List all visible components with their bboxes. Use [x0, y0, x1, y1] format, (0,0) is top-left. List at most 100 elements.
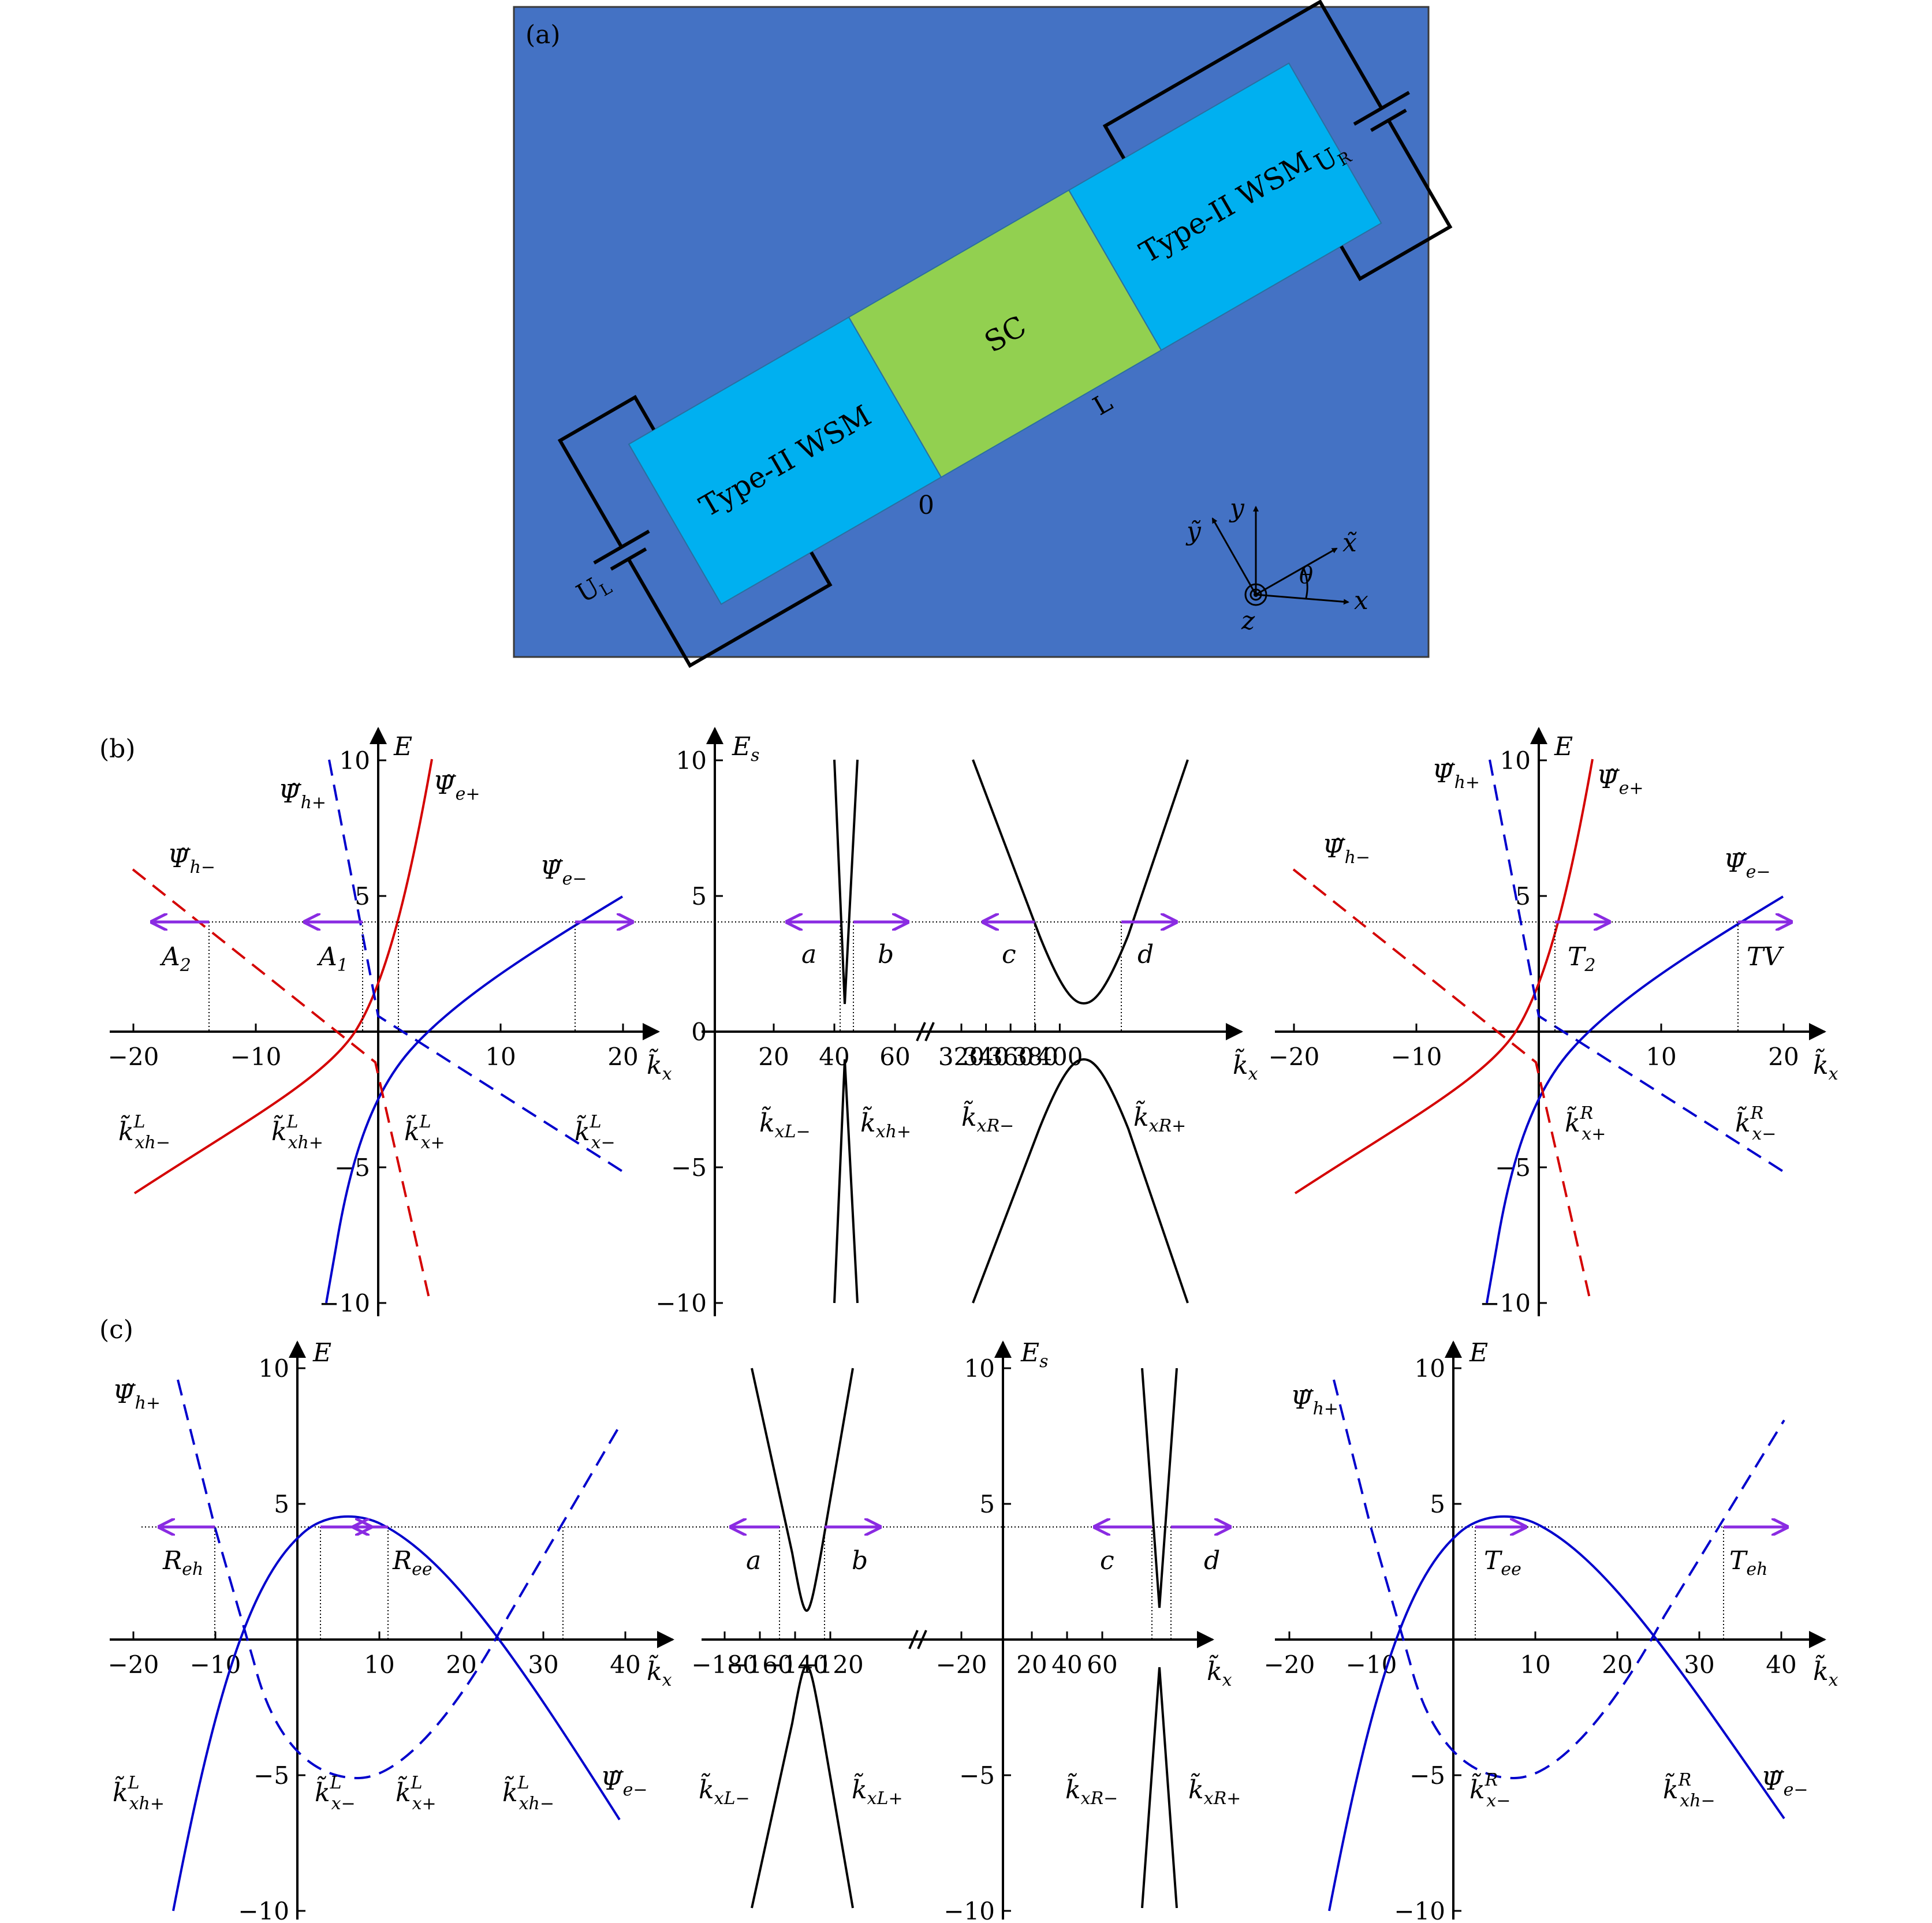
- axis-z-label: z: [1241, 606, 1255, 636]
- c-r-curve-e-minus: [1328, 1515, 1785, 1911]
- panel-b-sc-droplines: [840, 922, 1122, 1032]
- b-right-arrow-t2: T2: [1568, 942, 1595, 976]
- c-right-arrow-tee: Tee: [1484, 1546, 1521, 1580]
- panel-c-tag: (c): [99, 1315, 133, 1345]
- y-tick-label: −10: [655, 1289, 707, 1317]
- x-tick-label: 60: [1087, 1651, 1117, 1679]
- c-left-label-e-minus: Ψ̃e−: [601, 1767, 647, 1800]
- x-tick-label: 20: [607, 1043, 638, 1071]
- panel-b-left-curves: [132, 759, 624, 1304]
- x-tick-label: 20: [1768, 1043, 1799, 1071]
- curve-e-plus: [133, 759, 433, 1194]
- sc-band-1-lower: [833, 1059, 859, 1304]
- c-sc-band-1-upper: [751, 1368, 854, 1612]
- panel-b-right-curves: [1292, 759, 1784, 1304]
- c-right-e-axis: E: [1469, 1338, 1488, 1368]
- panel-b-sc-axes: [702, 727, 1243, 1316]
- y-tick-label: 5: [1430, 1490, 1445, 1518]
- c-right-k-axis: k̃x: [1813, 1654, 1838, 1690]
- panel-c-sc-droplines: [779, 1527, 1172, 1640]
- left-battery-circuit: [557, 395, 833, 668]
- y-tick-label: 10: [340, 746, 370, 775]
- axis-x-label: x: [1354, 586, 1368, 615]
- panel-b-right-droplines: [1554, 922, 1739, 1032]
- b-sc-k-h-plus: k̃xh+: [860, 1106, 911, 1142]
- x-tick-label: −20: [108, 1043, 159, 1071]
- b-right-arrow-tv: TV: [1747, 942, 1784, 972]
- panel-b-left-droplines: [208, 922, 576, 1032]
- panel-c-left-curves: [172, 1379, 621, 1911]
- c-sc-arrow-d: d: [1204, 1546, 1220, 1575]
- x-tick-label: −20: [1264, 1651, 1315, 1679]
- x-tick-label: 20: [1016, 1651, 1047, 1679]
- panel-b-sc-curves: [833, 759, 1189, 1304]
- b-sc-k-r-plus: k̃xR+: [1133, 1100, 1186, 1136]
- axis-yt-label: ỹ: [1185, 517, 1202, 546]
- r-curve-h-minus: [1486, 895, 1784, 1304]
- y-tick-label: −10: [238, 1897, 289, 1923]
- y-tick-label: −10: [943, 1897, 995, 1923]
- y-tick-label: 10: [1500, 746, 1531, 775]
- x-tick-label: −20: [936, 1651, 987, 1679]
- b-left-label-h-plus: Ψ̃h+: [278, 779, 326, 813]
- x-tick-label: −160: [726, 1651, 793, 1679]
- b-right-k-axis: k̃x: [1813, 1048, 1838, 1084]
- b-sc-k-axis: k̃x: [1233, 1048, 1258, 1084]
- c-sc-arrow-a: a: [746, 1546, 761, 1575]
- x-tick-label: −10: [190, 1651, 241, 1679]
- r-curve-h-plus-dashed: [1489, 759, 1784, 1173]
- curve-h-plus-dashed: [328, 759, 624, 1173]
- b-right-label-e-plus: Ψ̃e+: [1597, 765, 1643, 798]
- curve-h-minus-dashed: [132, 868, 431, 1304]
- c-sc-e-axis: Es: [1020, 1338, 1049, 1372]
- x-tick-label: −20: [1269, 1043, 1320, 1071]
- y-tick-label: 5: [274, 1490, 289, 1518]
- b-left-label-h-minus: Ψ̃h−: [167, 844, 215, 878]
- c-r-curve-h-plus-dashed: [1333, 1379, 1785, 1780]
- b-sc-arrow-d: d: [1137, 940, 1154, 969]
- z-axis-dot: [1254, 592, 1258, 597]
- x-tick-label: 20: [758, 1043, 789, 1071]
- x-tick-label: −20: [108, 1651, 159, 1679]
- b-left-label-e-minus: Ψ̃e−: [540, 856, 587, 889]
- x-tick-label: 360: [987, 1043, 1034, 1071]
- x-tick-label: 60: [879, 1043, 910, 1071]
- panel-b-tag: (b): [99, 734, 136, 764]
- y-tick-label: −5: [253, 1761, 289, 1790]
- r-curve-e-plus: [1294, 759, 1594, 1194]
- x-tick-label: −10: [1346, 1651, 1397, 1679]
- x-tick-label: 30: [528, 1651, 558, 1679]
- sc-band-2-upper: [972, 759, 1189, 1005]
- c-right-arrow-teh: Teh: [1729, 1546, 1767, 1580]
- x-tick-label: 10: [485, 1043, 516, 1071]
- y-tick-label: −10: [319, 1289, 370, 1317]
- b-sc-e-axis: Es: [732, 732, 760, 766]
- c-left-e-axis: E: [312, 1338, 331, 1368]
- x-tick-label: −120: [797, 1651, 863, 1679]
- b-sc-arrow-c: c: [1002, 940, 1016, 969]
- panel-a: (a) Type-II WSM SC Type-II WSM: [513, 0, 1453, 668]
- x-tick-label: 10: [364, 1651, 394, 1679]
- c-sc-band-1-lower: [751, 1664, 854, 1909]
- r-curve-h-minus-dashed: [1292, 868, 1592, 1304]
- x-tick-label: 340: [963, 1043, 1009, 1071]
- panel-c-sc-curves: [751, 1368, 1178, 1909]
- b-left-arrow-a1: A1: [316, 942, 348, 976]
